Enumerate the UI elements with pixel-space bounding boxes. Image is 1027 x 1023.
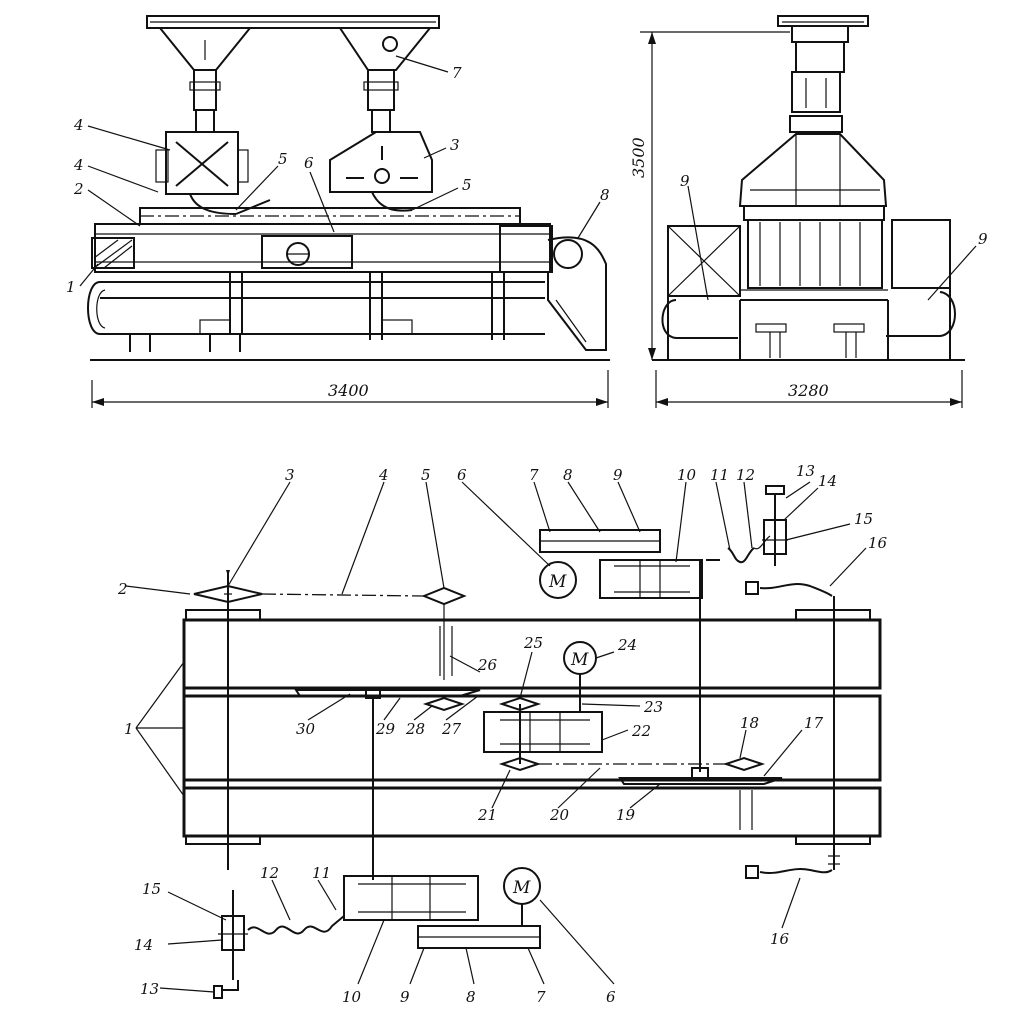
label-3: 3 — [285, 466, 295, 484]
label-30: 30 — [296, 720, 316, 738]
label-side-7: 7 — [452, 64, 462, 82]
label-18: 18 — [740, 714, 759, 732]
right-dosing-unit — [329, 131, 433, 193]
sprocket-25 — [498, 696, 542, 712]
label-9-bottom: 9 — [400, 988, 410, 1006]
side-view: 3400 4 4 2 1 5 6 3 5 7 8 — [66, 15, 610, 408]
label-1: 1 — [124, 720, 134, 738]
label-7: 7 — [529, 466, 539, 484]
label-16: 16 — [868, 534, 888, 552]
reducer-22 — [483, 711, 603, 753]
label-25: 25 — [523, 634, 543, 652]
motor-bottom-symbol: M — [512, 878, 531, 898]
motor-top — [539, 561, 577, 599]
label-side-3: 4 — [73, 156, 84, 174]
reducer-10-top — [599, 559, 703, 599]
flexible-shaft-12-bottom — [247, 915, 345, 935]
label-end-9b: 9 — [978, 230, 988, 248]
label-12: 12 — [736, 466, 755, 484]
label-9: 9 — [613, 466, 623, 484]
label-10: 10 — [677, 466, 697, 484]
belt-30 — [294, 689, 481, 697]
right-hopper — [338, 27, 433, 71]
label-19: 19 — [616, 806, 636, 824]
flexible-shaft-16-top — [759, 583, 833, 597]
end-view-body — [747, 219, 883, 289]
kinematic-scheme: M M — [117, 462, 888, 1006]
motor-top-symbol: M — [548, 572, 567, 592]
label-13: 13 — [796, 462, 815, 480]
label-27: 27 — [441, 720, 462, 738]
label-15-bottom: 15 — [142, 880, 161, 898]
label-6: 6 — [457, 466, 467, 484]
label-14: 14 — [818, 472, 837, 490]
sprocket-5 — [421, 586, 467, 606]
label-end-9a: 9 — [680, 172, 690, 190]
dimension-width: 3280 — [788, 381, 829, 400]
label-side-2: 2 — [73, 180, 84, 198]
dimension-length: 3400 — [328, 381, 369, 400]
label-6-bottom: 6 — [606, 988, 616, 1006]
label-5: 5 — [421, 466, 431, 484]
label-side-5a: 5 — [278, 150, 288, 168]
label-side-6: 6 — [304, 154, 314, 172]
motor-24-symbol: M — [570, 650, 589, 670]
end-view-column — [791, 71, 841, 113]
belt-middle — [182, 694, 882, 782]
label-26: 26 — [477, 656, 498, 674]
end-view-hopper — [738, 133, 888, 207]
label-20: 20 — [549, 806, 570, 824]
label-13-bottom: 13 — [140, 980, 159, 998]
label-side-8: 8 — [600, 186, 610, 204]
reducer-10-bottom — [343, 875, 479, 921]
label-29: 29 — [375, 720, 396, 738]
label-15: 15 — [854, 510, 873, 528]
label-11-bottom: 11 — [312, 864, 331, 882]
label-12-bottom: 12 — [260, 864, 279, 882]
label-2: 2 — [117, 580, 128, 598]
label-28: 28 — [405, 720, 425, 738]
belt-lower — [182, 786, 882, 838]
label-8: 8 — [563, 466, 573, 484]
label-23: 23 — [643, 698, 663, 716]
label-24: 24 — [617, 636, 637, 654]
label-side-1: 1 — [66, 278, 76, 296]
label-11: 11 — [710, 466, 729, 484]
flexible-shaft-16-bottom — [759, 868, 833, 874]
gearbox — [261, 235, 353, 269]
sprocket-28 — [422, 696, 466, 712]
label-16-bottom: 16 — [770, 930, 790, 948]
drive-unit-8 — [547, 236, 607, 351]
label-4: 4 — [378, 466, 389, 484]
label-17: 17 — [804, 714, 824, 732]
label-10-bottom: 10 — [342, 988, 362, 1006]
end-view: 3500 3280 9 9 — [629, 15, 988, 408]
label-side-4a: 4 — [73, 116, 84, 134]
label-21: 21 — [477, 806, 497, 824]
label-22: 22 — [631, 722, 651, 740]
dimension-height: 3500 — [629, 137, 648, 178]
label-side-5b: 5 — [462, 176, 472, 194]
chain-4 — [261, 593, 425, 597]
sprocket-18 — [722, 756, 766, 772]
conveyor-frame — [94, 223, 551, 273]
ceiling-plate — [146, 15, 440, 29]
label-side-4b: 3 — [450, 136, 460, 154]
label-8-bottom: 8 — [466, 988, 476, 1006]
belt-19 — [618, 777, 783, 785]
label-14-bottom: 14 — [134, 936, 153, 954]
label-7-bottom: 7 — [536, 988, 546, 1006]
